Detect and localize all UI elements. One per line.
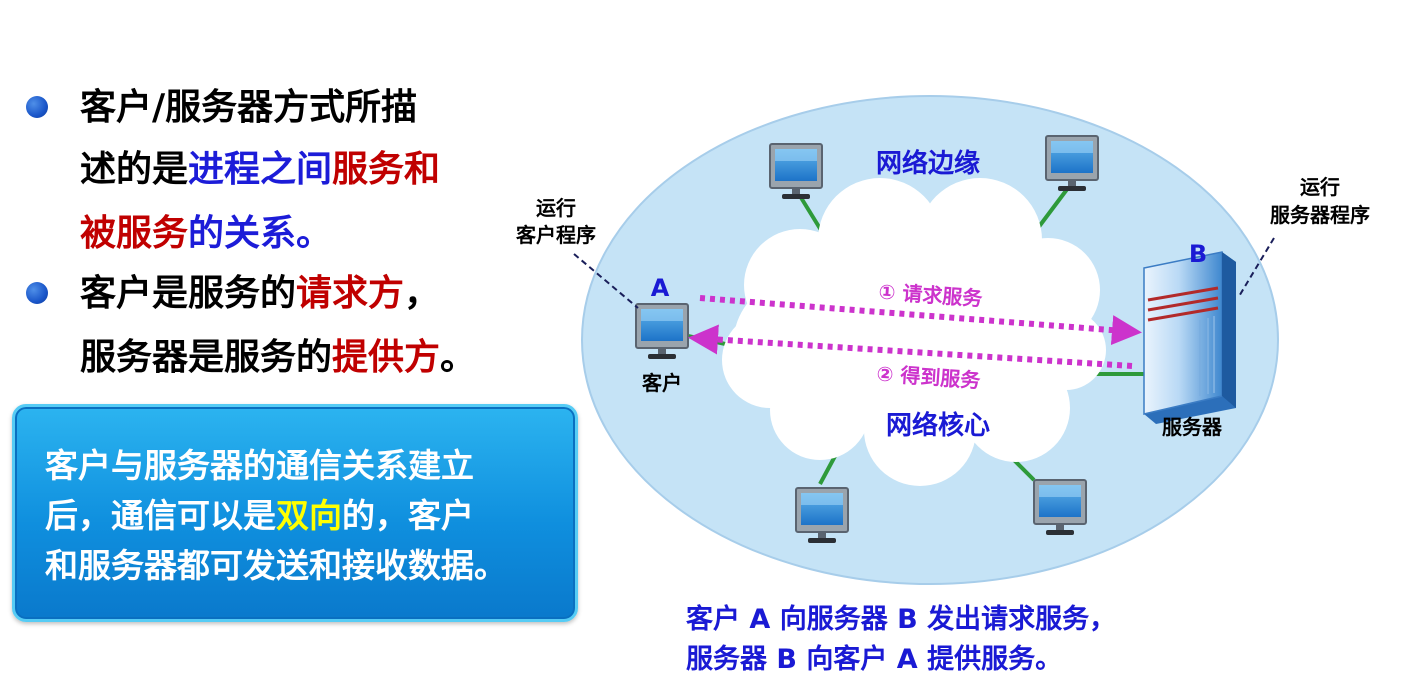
bullet-2-line-1: 客户是服务的请求方， bbox=[80, 273, 441, 314]
server-annot-line-1: 运行 bbox=[1300, 175, 1340, 199]
bullet-1-icon bbox=[26, 96, 48, 118]
core-label: 网络核心 bbox=[886, 410, 990, 441]
callout-line-2: 后，通信可以是双向的，客户 bbox=[45, 496, 474, 535]
bullet-2-line-2: 服务器是服务的提供方。 bbox=[80, 337, 477, 378]
bullet-1-line-1: 客户/服务器方式所描 bbox=[80, 87, 418, 128]
request-arrow bbox=[699, 295, 1142, 346]
server-annot-leader bbox=[1237, 237, 1275, 299]
bullet-1-line-3: 被服务的关系。 bbox=[80, 213, 333, 254]
callout-line-1: 客户与服务器的通信关系建立 bbox=[45, 446, 474, 485]
caption-line-1: 客户 A 向服务器 B 发出请求服务， bbox=[686, 604, 1117, 635]
server-label: 服务器 bbox=[1162, 415, 1223, 439]
bullet-1-line-2: 述的是进程之间服务和 bbox=[80, 149, 441, 190]
server-icon bbox=[1143, 251, 1236, 424]
network-core-cloud bbox=[722, 178, 1106, 486]
callout-box: 客户与服务器的通信关系建立 后，通信可以是双向的，客户 和服务器都可发送和接收数… bbox=[12, 404, 578, 622]
bullet-2-icon bbox=[26, 282, 48, 304]
client-annot-leader bbox=[573, 253, 639, 309]
server-annot-line-2: 服务器程序 bbox=[1270, 203, 1370, 227]
client-annot-line-1: 运行 bbox=[536, 196, 576, 220]
client-annot-line-2: 客户程序 bbox=[515, 223, 596, 247]
edge-label: 网络边缘 bbox=[876, 148, 980, 179]
server-letter: B bbox=[1189, 240, 1207, 268]
response-arrow bbox=[688, 324, 1133, 369]
client-label: 客户 bbox=[641, 371, 682, 395]
client-letter: A bbox=[651, 274, 670, 302]
callout-line-3: 和服务器都可发送和接收数据。 bbox=[45, 546, 507, 585]
caption-line-2: 服务器 B 向客户 A 提供服务。 bbox=[686, 644, 1063, 675]
